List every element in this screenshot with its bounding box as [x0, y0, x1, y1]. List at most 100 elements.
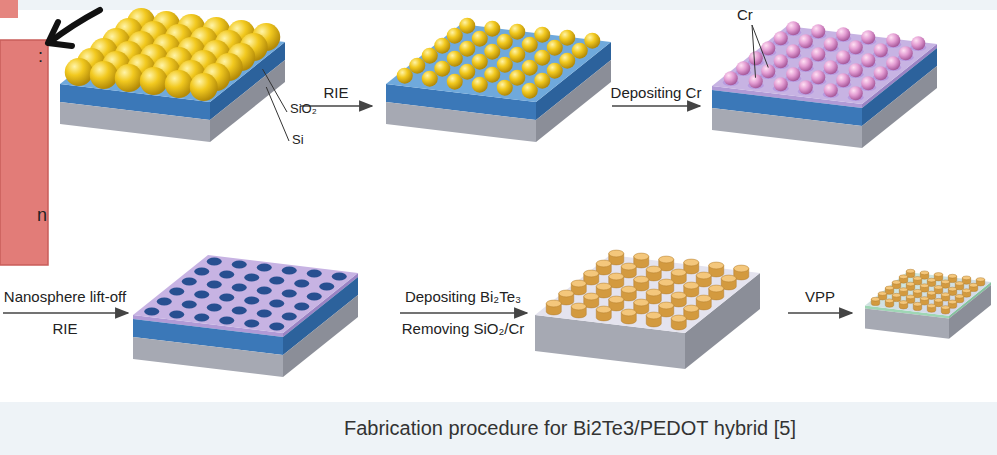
nanosphere	[774, 54, 788, 68]
bi2te3-pillar-top	[969, 283, 977, 287]
nanosphere	[422, 48, 438, 64]
bi2te3-pillar-top	[885, 299, 893, 303]
bi2te3-pillar-top	[609, 296, 624, 303]
bi2te3-pillar-top	[621, 286, 636, 293]
nanosphere	[472, 77, 488, 93]
nanosphere	[522, 83, 538, 99]
bi2te3-pillar-top	[684, 305, 699, 312]
nanosphere	[434, 61, 450, 77]
process-stages	[60, 8, 991, 377]
leader-line	[266, 87, 289, 141]
etched-hole	[169, 288, 184, 296]
nanosphere	[886, 33, 900, 47]
nanosphere	[509, 47, 525, 63]
bi2te3-pillar-top	[976, 278, 984, 282]
bi2te3-pillar-top	[659, 279, 674, 286]
etched-hole	[182, 301, 197, 309]
process-arrow	[400, 312, 527, 314]
bi2te3-pillar-top	[571, 280, 586, 287]
etched-hole	[194, 291, 209, 299]
bi2te3-pillar-top	[559, 290, 574, 297]
bi2te3-pillar-top	[609, 250, 624, 257]
bi2te3-pillar-top	[927, 304, 935, 308]
top-face	[386, 24, 611, 102]
nanosphere	[534, 27, 550, 43]
figure-caption: Fabrication procedure for Bi2Te3/PEDOT h…	[344, 417, 796, 440]
nanosphere	[190, 73, 218, 101]
process-arrow	[788, 312, 852, 314]
step-label: Depositing Bi₂Te₃	[405, 288, 521, 305]
bi2te3-pillar-top	[546, 300, 561, 307]
nanosphere	[547, 63, 563, 79]
step-label: RIE	[323, 84, 348, 101]
bi2te3-pillar-top	[634, 299, 649, 306]
nanosphere	[836, 73, 850, 87]
bi2te3-pillar-top	[621, 263, 636, 270]
substrate-block	[60, 8, 285, 142]
process-arrow	[612, 105, 700, 107]
step-label: Nanosphere lift-off	[4, 288, 126, 305]
bi2te3-pillar-top	[892, 293, 900, 297]
panel-fragment: :	[38, 46, 43, 67]
bi2te3-pillar-top	[899, 288, 907, 292]
nanosphere	[786, 67, 800, 81]
bi2te3-pillar-top	[934, 273, 942, 277]
nanosphere	[459, 18, 475, 34]
top-face	[535, 255, 760, 333]
nanosphere	[484, 44, 500, 60]
etched-hole	[307, 270, 322, 278]
etched-hole	[269, 277, 284, 285]
nanosphere	[811, 24, 825, 38]
bi2te3-pillar-top	[696, 295, 711, 302]
nanosphere	[497, 34, 513, 50]
corner-tab	[0, 0, 18, 18]
nanosphere	[65, 58, 93, 86]
nanosphere	[509, 70, 525, 86]
bi2te3-pillar-top	[899, 275, 907, 279]
nanosphere	[409, 58, 425, 74]
bi2te3-pillar-top	[892, 280, 900, 284]
top-face	[133, 255, 358, 333]
bi2te3-pillar-top	[709, 262, 724, 269]
nanosphere	[861, 76, 875, 90]
etched-hole	[157, 298, 172, 306]
si-layer-left	[712, 108, 862, 148]
bi2te3-pillar-top	[671, 315, 686, 322]
nanosphere	[90, 61, 118, 89]
nanosphere	[509, 24, 525, 40]
bi2te3-pillar-top	[696, 272, 711, 279]
bi2te3-pillar-top	[934, 285, 942, 289]
nanosphere	[572, 43, 588, 59]
bi2te3-pillar-top	[962, 276, 970, 280]
bi2te3-pillar-top	[634, 253, 649, 260]
nanosphere	[849, 40, 863, 54]
nanosphere	[886, 56, 900, 70]
nanosphere	[522, 60, 538, 76]
bi2te3-pillar-top	[941, 293, 949, 297]
bi2te3-pillar-top	[920, 271, 928, 275]
etched-hole	[194, 314, 209, 322]
substrate-block	[712, 21, 937, 148]
nanosphere	[736, 61, 750, 75]
bi2te3-pillar-top	[584, 293, 599, 300]
nanosphere	[861, 30, 875, 44]
bi2te3-pillar-top	[671, 269, 686, 276]
step-label: RIE	[52, 320, 77, 337]
etched-hole	[294, 303, 309, 311]
nanosphere	[434, 38, 450, 54]
etched-hole	[244, 297, 259, 305]
bi2te3-pillar-top	[948, 287, 956, 291]
bi2te3-pillar-top	[948, 300, 956, 304]
bi2te3-pillar-top	[941, 306, 949, 310]
bi2te3-pillar-top	[955, 282, 963, 286]
substrate-block	[535, 250, 760, 369]
bi2te3-pillar-top	[948, 274, 956, 278]
bi2te3-pillar-top	[596, 260, 611, 267]
nanosphere	[472, 31, 488, 47]
nanosphere	[115, 64, 143, 92]
bi2te3-pillar-top	[646, 312, 661, 319]
nanosphere	[824, 60, 838, 74]
layer-label: SiO₂	[290, 102, 317, 117]
